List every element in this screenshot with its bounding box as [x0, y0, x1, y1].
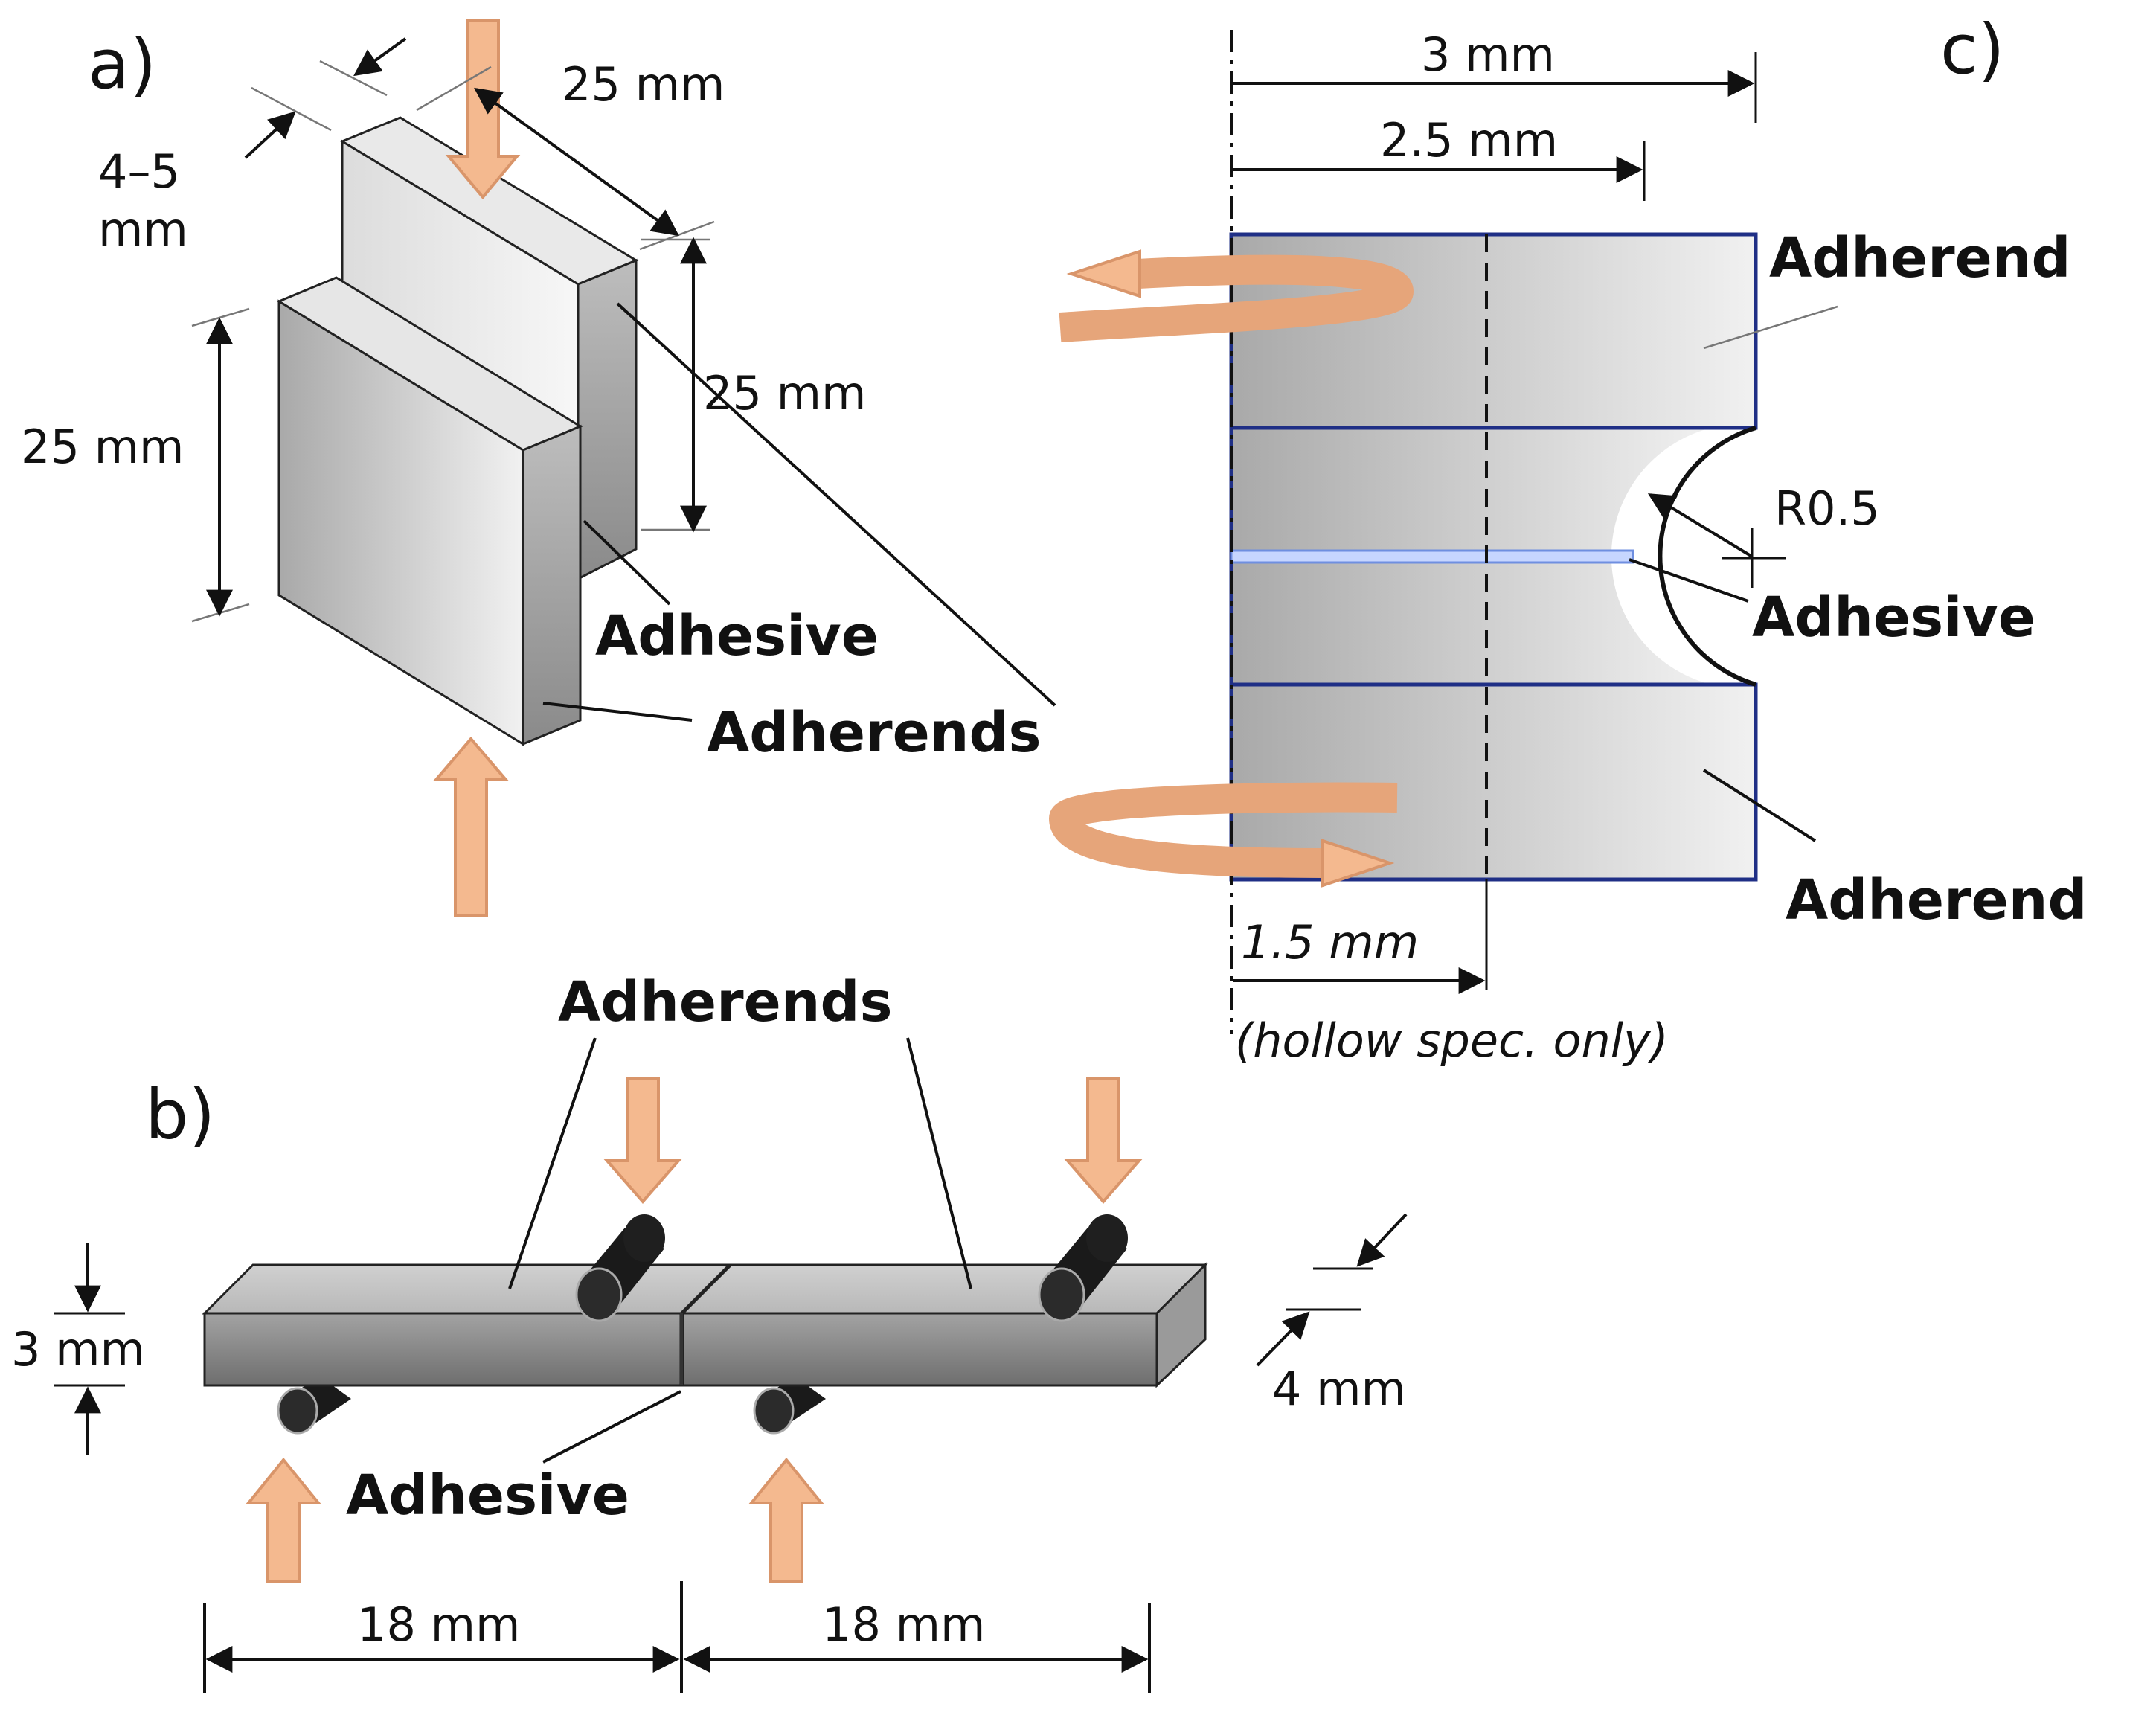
panel-a-label: a) [88, 25, 156, 104]
load-arrow-down-icon [603, 1077, 682, 1205]
roller-icon [575, 1214, 665, 1322]
dim-back-height: 25 mm [703, 366, 866, 420]
load-arrow-up-icon [748, 1457, 825, 1583]
panel-b-label: b) [145, 1075, 215, 1155]
right-adherend-beam [680, 1262, 1208, 1388]
torsion-arrow-icon [1048, 782, 1398, 888]
roller-icon [277, 1377, 351, 1435]
load-arrow-up-icon [432, 736, 510, 917]
dim-thickness-line1: 4–5 [98, 144, 180, 199]
load-arrow-up-icon [245, 1457, 322, 1583]
dim-thickness-line2: mm [98, 202, 188, 257]
load-arrow-down-icon [445, 19, 521, 200]
left-adherend-beam [202, 1263, 732, 1387]
dim-width-b: 4 mm [1272, 1362, 1406, 1416]
label-notch-radius: R0.5 [1774, 481, 1880, 536]
label-adherends-b: Adherends [558, 970, 893, 1034]
front-adherend-block [276, 276, 583, 746]
dim-notch-radius: 2.5 mm [1380, 113, 1558, 167]
panel-a: a) 4–5 mm 25 mm [21, 19, 1056, 917]
adhesive-layer-c [1230, 549, 1634, 564]
label-adherend-bottom: Adherend [1786, 868, 2087, 932]
label-adherend-top: Adherend [1769, 226, 2070, 290]
label-adhesive-a: Adhesive [595, 604, 879, 668]
note-hollow: (hollow spec. only) [1235, 1013, 1669, 1068]
dim-span-left: 18 mm [357, 1597, 520, 1652]
torsion-arrow-icon [1059, 249, 1414, 342]
panel-b: b) [11, 970, 1408, 1693]
label-adhesive-b: Adhesive [346, 1464, 629, 1528]
panel-c-label: c) [1940, 10, 2004, 89]
torsion-specimen-section [1229, 232, 1758, 882]
dim-inner-radius: 1.5 mm [1241, 915, 1419, 970]
dim-top-width: 25 mm [562, 57, 725, 112]
panel-c: c) 3 mm 2.5 mm 1.5 mm (hollow spec. only… [1048, 10, 2087, 1068]
dim-front-height: 25 mm [21, 420, 184, 474]
dim-outer-radius: 3 mm [1421, 28, 1555, 82]
load-arrow-down-icon [1064, 1077, 1143, 1205]
dim-span-right: 18 mm [822, 1597, 985, 1652]
label-adhesive-c: Adhesive [1752, 586, 2035, 650]
dim-height-b: 3 mm [11, 1322, 145, 1377]
roller-icon [753, 1377, 826, 1435]
roller-icon [1038, 1214, 1128, 1322]
label-adherends-a: Adherends [707, 701, 1042, 765]
